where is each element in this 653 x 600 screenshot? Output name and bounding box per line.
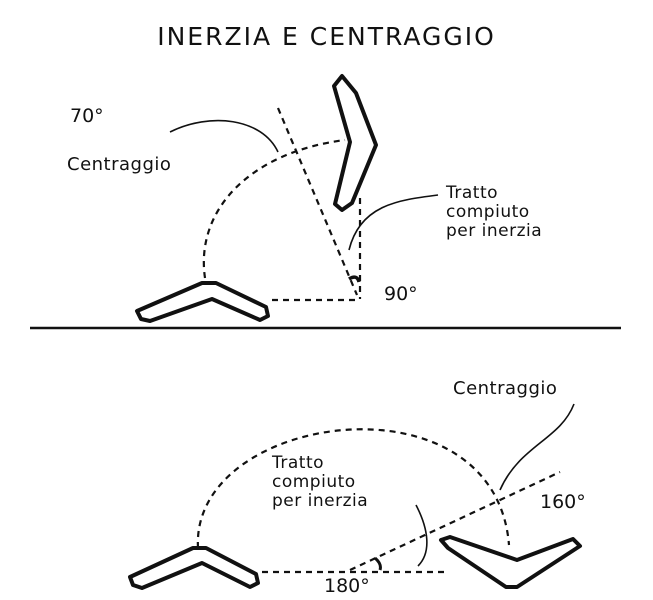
centering-leader-top	[169, 119, 279, 153]
top-panel	[30, 74, 621, 330]
bottom-panel	[128, 403, 582, 590]
centering-leader-bottom	[499, 403, 575, 491]
dashed-arc-bottom	[196, 428, 511, 549]
angle-mark-bottom	[373, 556, 382, 571]
boomerang-ground-top	[135, 281, 270, 323]
centering-label-top: Centraggio	[67, 154, 172, 175]
dashed-diagonal-160	[349, 471, 561, 571]
inertia-label-bottom: Tratto compiuto per inerzia	[272, 453, 369, 511]
angle-label-70: 70°	[70, 105, 104, 127]
boomerang-vertical-top	[332, 74, 378, 212]
dashed-diagonal-70	[276, 107, 359, 296]
angle-label-90: 90°	[384, 283, 418, 305]
inertia-leader-bottom	[415, 504, 428, 567]
angle-label-180: 180°	[324, 575, 370, 597]
angle-mark-top	[348, 275, 361, 283]
boomerang-ground-bottom-left	[128, 546, 260, 590]
diagram-title: INERZIA E CENTRAGGIO	[157, 22, 496, 51]
angle-label-160: 160°	[540, 491, 586, 513]
inertia-label-top: Tratto compiuto per inerzia	[446, 183, 543, 241]
dashed-arc-top	[202, 138, 346, 279]
boomerang-bottom-right	[439, 535, 582, 589]
inertia-leader-top	[348, 194, 439, 251]
centering-label-bottom: Centraggio	[453, 378, 558, 399]
